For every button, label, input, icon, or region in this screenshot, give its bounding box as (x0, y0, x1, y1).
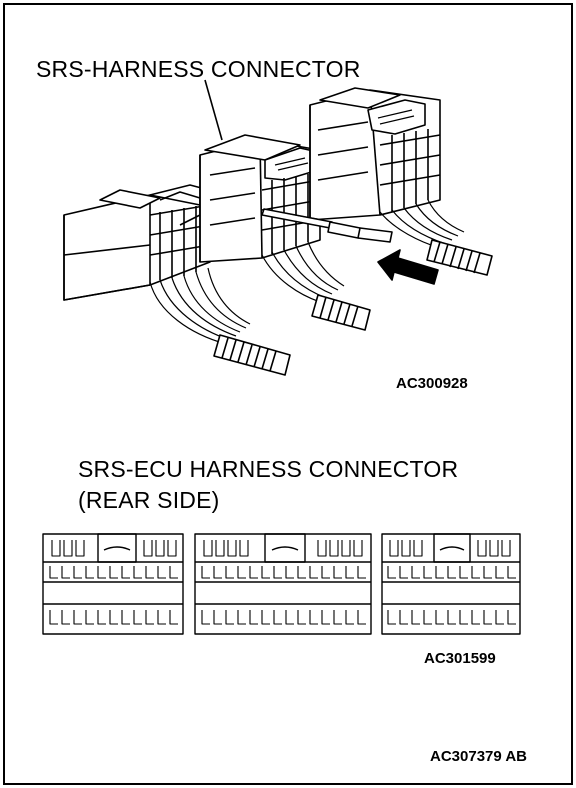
corrugated-tube-2 (311, 294, 371, 331)
ecu-connector-3 (381, 533, 521, 635)
figure-code-number: AC307379 (430, 748, 502, 765)
figure-code-suffix: AB (505, 748, 528, 765)
connector-block-2 (199, 134, 321, 263)
harness-connector-drawing (63, 79, 493, 376)
ecu-connector-1 (42, 533, 184, 635)
corrugated-tube-3 (426, 239, 493, 276)
ecu-connector-drawing (42, 533, 521, 635)
wire-bundle-1 (149, 267, 251, 345)
connector-block-3 (309, 87, 441, 221)
ecu-connector-label-line2: (REAR SIDE) (78, 487, 220, 513)
ecu-connector-label-line1: SRS-ECU HARNESS CONNECTOR (78, 456, 459, 482)
harness-connector-label: SRS-HARNESS CONNECTOR (36, 56, 361, 82)
insertion-arrow (377, 249, 439, 285)
label-leader-line (204, 79, 223, 141)
figure-frame (3, 3, 573, 785)
figure-code: AC307379 AB (430, 749, 527, 764)
test-probe (261, 208, 393, 243)
top-figure-code: AC300928 (396, 375, 468, 392)
corrugated-tube-1 (213, 334, 291, 376)
ecu-connector-2 (194, 533, 372, 635)
bottom-figure-code: AC301599 (424, 650, 496, 667)
